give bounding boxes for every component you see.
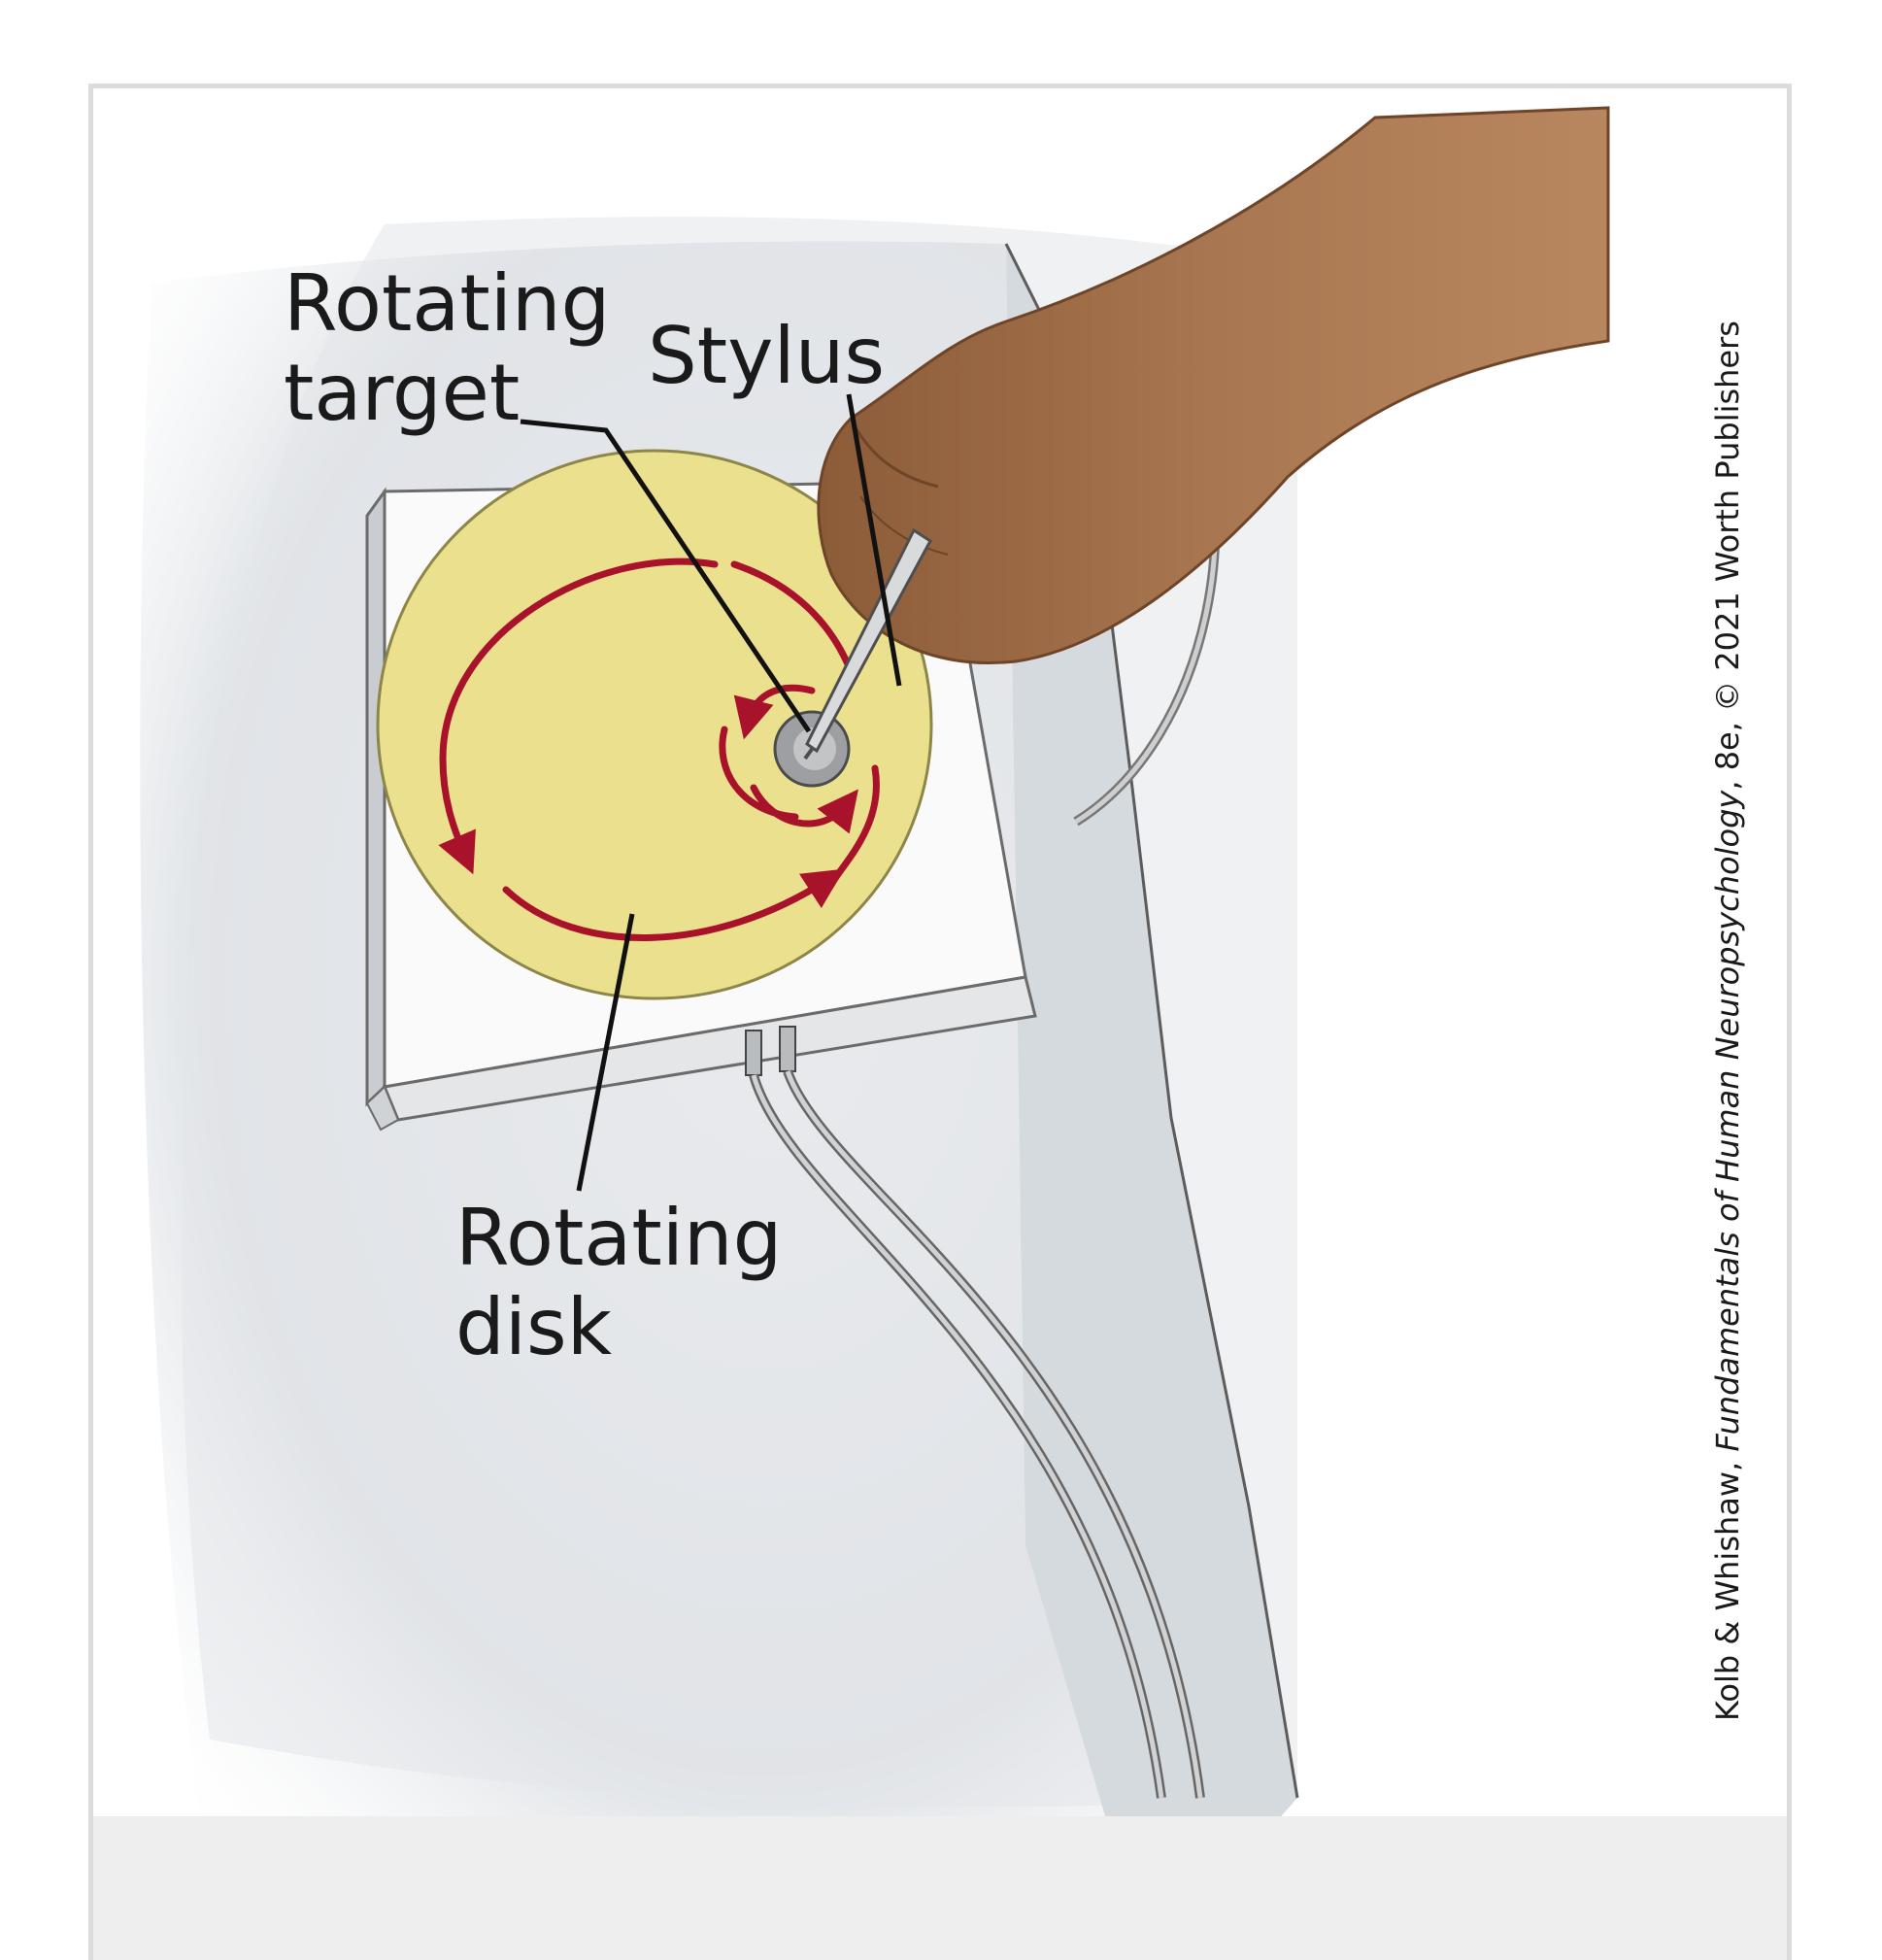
stylus [803,527,932,760]
motion-arrows [438,558,880,941]
rotating-disk-label: Rotating disk [455,1193,783,1372]
rotating-disk [376,449,933,1000]
figure-frame: Rotating target Stylus Rotating disk Kol… [88,84,1792,1960]
copyright-credit: Kolb & Whishaw, Fundamentals of Human Ne… [1709,321,1746,1721]
caption-band [93,1816,1787,1960]
bottom-cables [745,1026,1205,1799]
credit-container: Kolb & Whishaw, Fundamentals of Human Ne… [1709,205,1746,1837]
rotating-target-label: Rotating target [284,258,611,438]
rotary-pursuit-illustration [140,106,1610,1876]
stylus-label: Stylus [648,311,886,401]
leader-lines [520,393,902,1192]
